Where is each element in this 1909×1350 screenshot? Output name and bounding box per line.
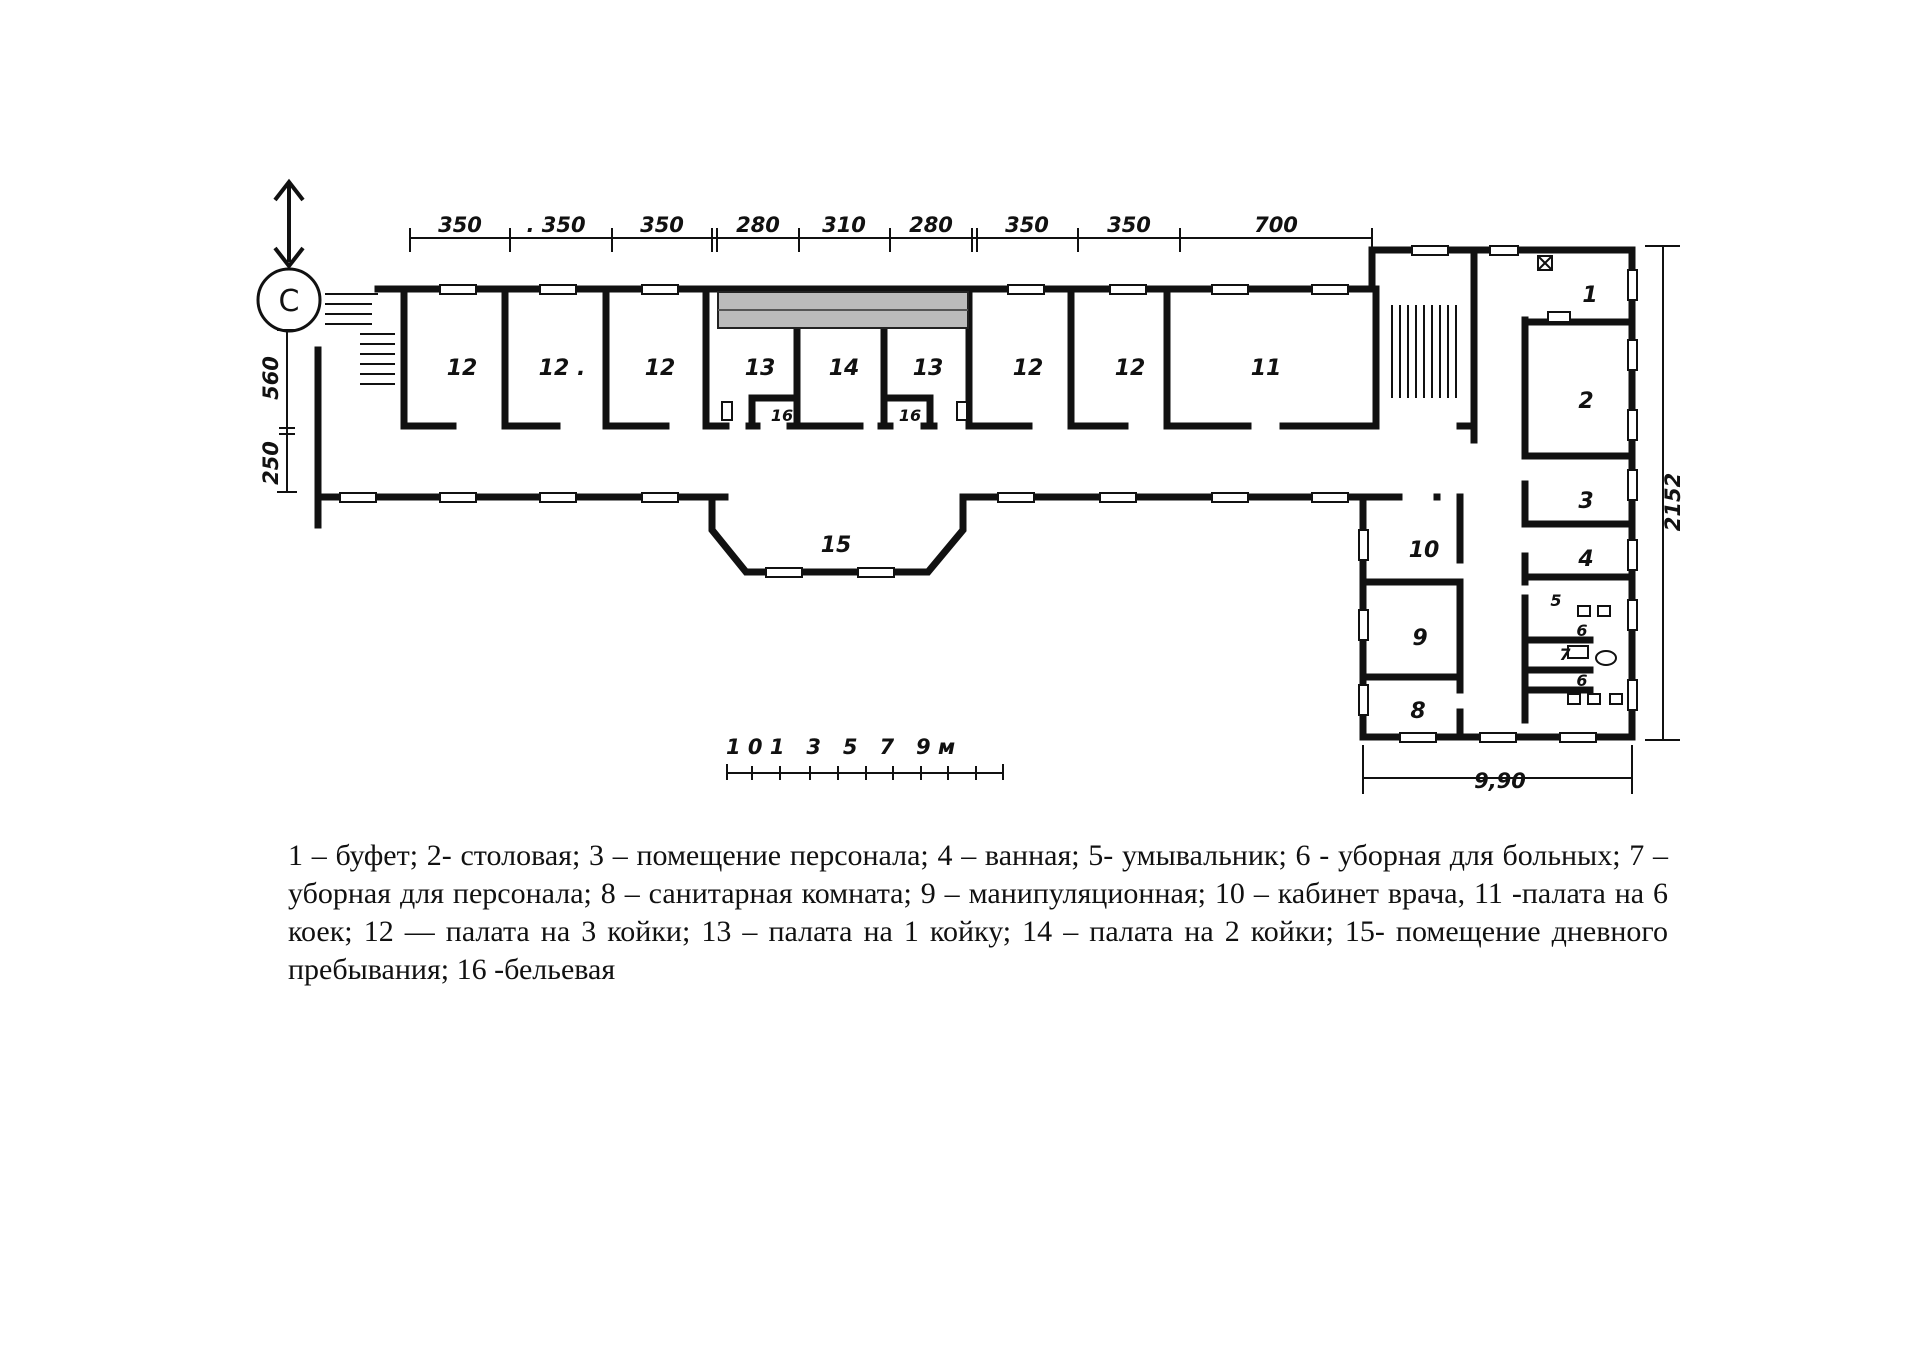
dim-label: 280 — [736, 213, 780, 237]
room-label: 14 — [829, 356, 860, 381]
dim-label: 310 — [822, 213, 866, 237]
scale-bar — [726, 764, 1004, 780]
room-label: 12 — [645, 356, 676, 381]
room-label: 7 — [1559, 645, 1571, 664]
north-arrow-icon: С — [256, 178, 322, 333]
top-dimension-line — [409, 228, 1373, 252]
dim-label: 350 — [1005, 213, 1049, 237]
dim-label-2152: 2152 — [1661, 473, 1685, 531]
dim-label-990: 9,90 — [1474, 769, 1526, 793]
room-label: 12 — [1115, 356, 1146, 381]
dim-label: 350 — [640, 213, 684, 237]
stairs-left-icon — [325, 293, 395, 385]
top-dimension-labels: 350 . 350 350 280 310 280 350 350 700 — [438, 213, 1298, 237]
room-label: 10 — [1409, 538, 1440, 563]
dim-label-250: 250 — [259, 441, 283, 485]
right-dimension-line — [1645, 245, 1680, 741]
legend-text: 1 – буфет; 2- столовая; 3 – помещение пе… — [288, 839, 1668, 986]
room-label: 6 — [1576, 621, 1587, 640]
dim-label: . 350 — [526, 213, 585, 237]
dim-label-560: 560 — [259, 356, 283, 400]
room-label: 6 — [1576, 671, 1587, 690]
room-labels: 12 12 . 12 13 14 13 12 12 11 16 16 15 10… — [447, 283, 1598, 724]
walls — [314, 246, 1636, 741]
room-label: 5 — [1550, 591, 1561, 610]
left-dimension-line — [277, 329, 297, 493]
room-label: 12 — [1013, 356, 1044, 381]
scale-label: 1 0 1 3 5 7 9 м — [726, 735, 955, 759]
room-label: 8 — [1410, 699, 1425, 724]
dim-label: 350 — [1107, 213, 1151, 237]
bottom-dimension-line — [1362, 745, 1633, 794]
hatched-area — [717, 291, 969, 329]
dim-label: 700 — [1254, 213, 1298, 237]
stairs-right-icon — [1391, 305, 1457, 398]
room-label: 11 — [1251, 356, 1282, 381]
room-label: 1 — [1582, 283, 1597, 308]
room-label: 13 — [913, 356, 944, 381]
windows — [339, 245, 1638, 743]
room-label: 15 — [821, 533, 852, 558]
compass-label: С — [279, 284, 300, 319]
room-label: 13 — [745, 356, 776, 381]
room-label: 16 — [899, 406, 921, 425]
room-label: 12 . — [539, 356, 586, 381]
sanitary-fixtures-icon — [721, 255, 1623, 705]
room-label: 4 — [1577, 547, 1593, 572]
dim-label: 280 — [909, 213, 953, 237]
room-label: 3 — [1578, 489, 1593, 514]
room-label: 16 — [771, 406, 793, 425]
room-label: 9 — [1412, 626, 1427, 651]
dim-label: 350 — [438, 213, 482, 237]
room-label: 2 — [1578, 389, 1593, 414]
room-label: 12 — [447, 356, 478, 381]
